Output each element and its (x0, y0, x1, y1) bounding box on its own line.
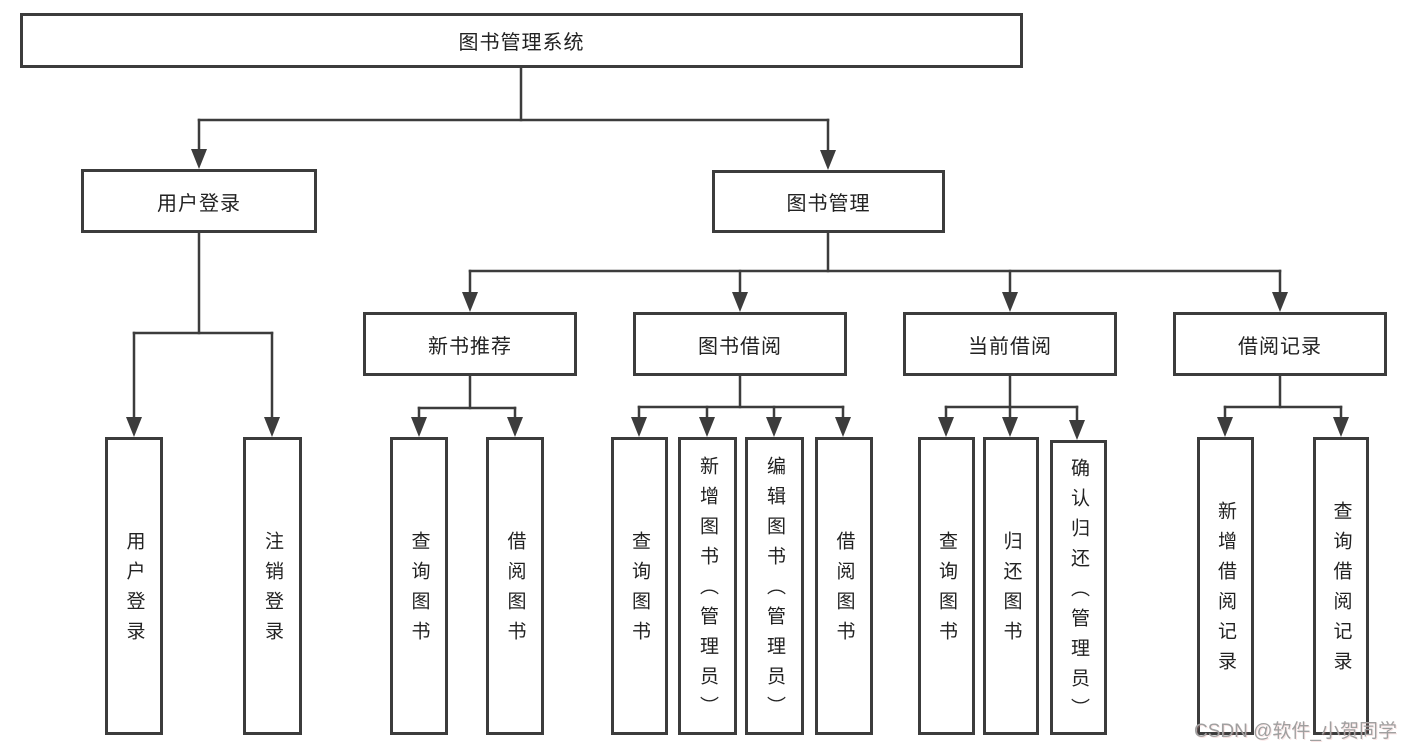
node-user-login: 用户登录 (81, 169, 317, 233)
leaf-query-books-recommend-label: 查询图书 (408, 531, 430, 651)
leaf-add-books-admin: 新增图书（管理员） (678, 437, 737, 735)
leaf-query-borrow-record: 查询借阅记录 (1313, 437, 1369, 735)
node-library-system: 图书管理系统 (20, 13, 1023, 68)
node-library-system-label: 图书管理系统 (458, 32, 585, 54)
node-book-management: 图书管理 (712, 170, 945, 233)
leaf-logout-label: 注销登录 (262, 531, 283, 651)
leaf-borrow-books-label: 借阅图书 (833, 531, 855, 651)
leaf-add-borrow-record: 新增借阅记录 (1197, 437, 1254, 735)
node-book-borrow-label: 图书借阅 (698, 335, 782, 358)
node-book-management-label: 图书管理 (786, 193, 871, 215)
leaf-add-borrow-record-label: 新增借阅记录 (1215, 501, 1236, 681)
leaf-borrow-books: 借阅图书 (815, 437, 873, 735)
node-book-borrow: 图书借阅 (633, 312, 847, 376)
leaf-query-books-current-label: 查询图书 (936, 531, 957, 651)
leaf-return-books-label: 归还图书 (1000, 531, 1022, 651)
leaf-return-books: 归还图书 (983, 437, 1039, 735)
node-borrow-records-label: 借阅记录 (1238, 335, 1322, 358)
node-current-borrow: 当前借阅 (903, 312, 1117, 376)
leaf-add-books-admin-label: 新增图书（管理员） (697, 456, 718, 726)
node-new-book-recommend-label: 新书推荐 (428, 335, 512, 358)
leaf-borrow-books-recommend: 借阅图书 (486, 437, 544, 735)
node-borrow-records: 借阅记录 (1173, 312, 1387, 376)
leaf-query-books-recommend: 查询图书 (390, 437, 448, 735)
node-user-login-label: 用户登录 (157, 192, 241, 215)
leaf-query-books-borrow-label: 查询图书 (629, 531, 650, 651)
csdn-watermark: CSDN @软件_小贺同学 (1194, 721, 1397, 742)
leaf-user-login-label: 用户登录 (123, 531, 145, 651)
leaf-user-login: 用户登录 (105, 437, 163, 735)
leaf-confirm-return-admin: 确认归还（管理员） (1050, 440, 1107, 735)
leaf-edit-books-admin: 编辑图书（管理员） (745, 437, 804, 735)
leaf-query-books-borrow: 查询图书 (611, 437, 668, 735)
node-current-borrow-label: 当前借阅 (968, 335, 1052, 358)
leaf-query-borrow-record-label: 查询借阅记录 (1330, 501, 1352, 681)
leaf-query-books-current: 查询图书 (918, 437, 975, 735)
leaf-edit-books-admin-label: 编辑图书（管理员） (764, 456, 785, 726)
leaf-logout: 注销登录 (243, 437, 302, 735)
node-new-book-recommend: 新书推荐 (363, 312, 577, 376)
leaf-borrow-books-recommend-label: 借阅图书 (504, 531, 526, 651)
leaf-confirm-return-admin-label: 确认归还（管理员） (1068, 457, 1089, 728)
